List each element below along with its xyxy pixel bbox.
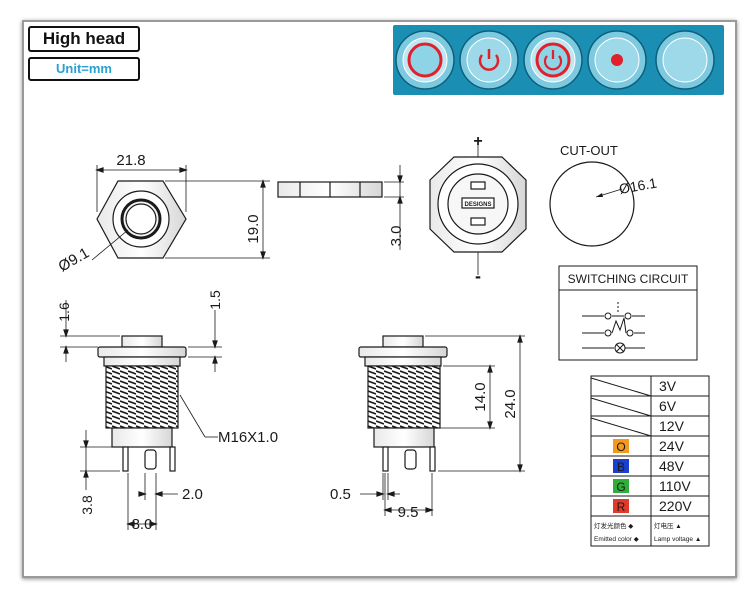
left-flange [97,346,187,358]
voltage-value: 3V [659,378,677,394]
color-swatch [613,499,629,513]
plus-sign: + [473,133,482,150]
back-terminal-bottom [470,217,486,226]
ring-icon [395,30,455,90]
head-top-label: 1.6 [56,302,72,322]
color-swatch [613,439,629,453]
left-terminal-2 [144,449,157,470]
left-base [111,427,173,448]
terminal-length-label: 3.8 [79,495,95,515]
unit-label: Unit=mm [28,57,140,81]
nut-thickness-label: 3.0 [388,226,405,247]
right-head-cap [382,335,424,348]
back-marking-plate [461,197,495,209]
minus-sign: - [475,266,481,286]
right-terminal-3 [429,446,436,472]
color-code: R [617,500,626,514]
color-code: B [617,460,625,474]
head-diameter-leader [91,229,129,261]
back-terminal-top [470,181,486,190]
back-marking: DESIGNS [464,202,491,208]
cutout-label: CUT-OUT [560,143,618,158]
right-nut [364,356,442,367]
left-head-cap [121,335,163,348]
left-nut [103,356,181,367]
right-terminal-1 [382,446,389,472]
left-thread [105,365,179,429]
front-head-inner [125,203,157,235]
voltage-value: 220V [659,498,692,514]
head-step-label: 1.5 [207,290,223,310]
diagonal-line [590,377,652,397]
voltage-value: 12V [659,418,685,434]
right-terminal-2 [404,449,417,470]
lamp-label-en: Lamp voltage ▲ [654,536,701,543]
height-label: 19.0 [245,214,262,243]
color-swatch [613,459,629,473]
power-icon [459,30,519,90]
body-depth-label: 9.5 [398,504,419,521]
right-thread [367,365,441,429]
left-terminal-3 [169,446,176,472]
thread-length-label: 14.0 [472,382,489,411]
side-view-right [358,334,525,516]
footer-emit-cell [590,515,652,547]
circuit-title: SWITCHING CIRCUIT [568,272,689,286]
terminal-thickness-label: 0.5 [330,486,351,503]
footer-lamp-cell [650,515,710,547]
right-flange [358,346,448,358]
width-label: 21.8 [116,152,145,169]
dot-icon [587,30,647,90]
total-length-label: 24.0 [502,389,519,418]
right-base [373,427,435,448]
cutout-diameter-label: Ø16.1 [618,175,659,197]
plain-icon [655,30,715,90]
voltage-value: 110V [659,478,691,494]
terminal-span-label: 8.0 [132,516,153,533]
icon-strip [393,25,724,95]
diagonal-line [590,397,652,417]
head-diameter-label: Ø9.1 [56,244,93,275]
emit-label-cn: 灯发光颜色 ◆ [594,521,633,530]
left-terminal-1 [122,446,129,472]
color-code: O [616,440,625,454]
front-view [91,165,270,261]
terminal-gap-label: 2.0 [182,486,203,503]
voltage-table: 3V 6V 12V O 24V B 48V G 110V R 220V 灯发光颜色 ◆ Emitted … [590,375,710,547]
thread-label: M16X1.0 [218,429,278,446]
cutout-circle [549,161,635,247]
ring-power-icon [523,30,583,90]
lamp-label-cn: 灯电压 ▲ [654,521,682,530]
color-swatch [613,479,629,493]
page-title: High head [28,26,140,52]
voltage-value: 6V [659,398,677,414]
nut-side-view [277,165,404,250]
emit-label-en: Emitted color ◆ [594,536,639,543]
voltage-value: 24V [659,438,685,454]
back-view [429,145,527,275]
switching-circuit-box [558,265,698,361]
voltage-value: 48V [659,458,685,474]
diagonal-line [590,417,652,437]
color-code: G [616,480,625,494]
side-view-left [60,300,222,530]
